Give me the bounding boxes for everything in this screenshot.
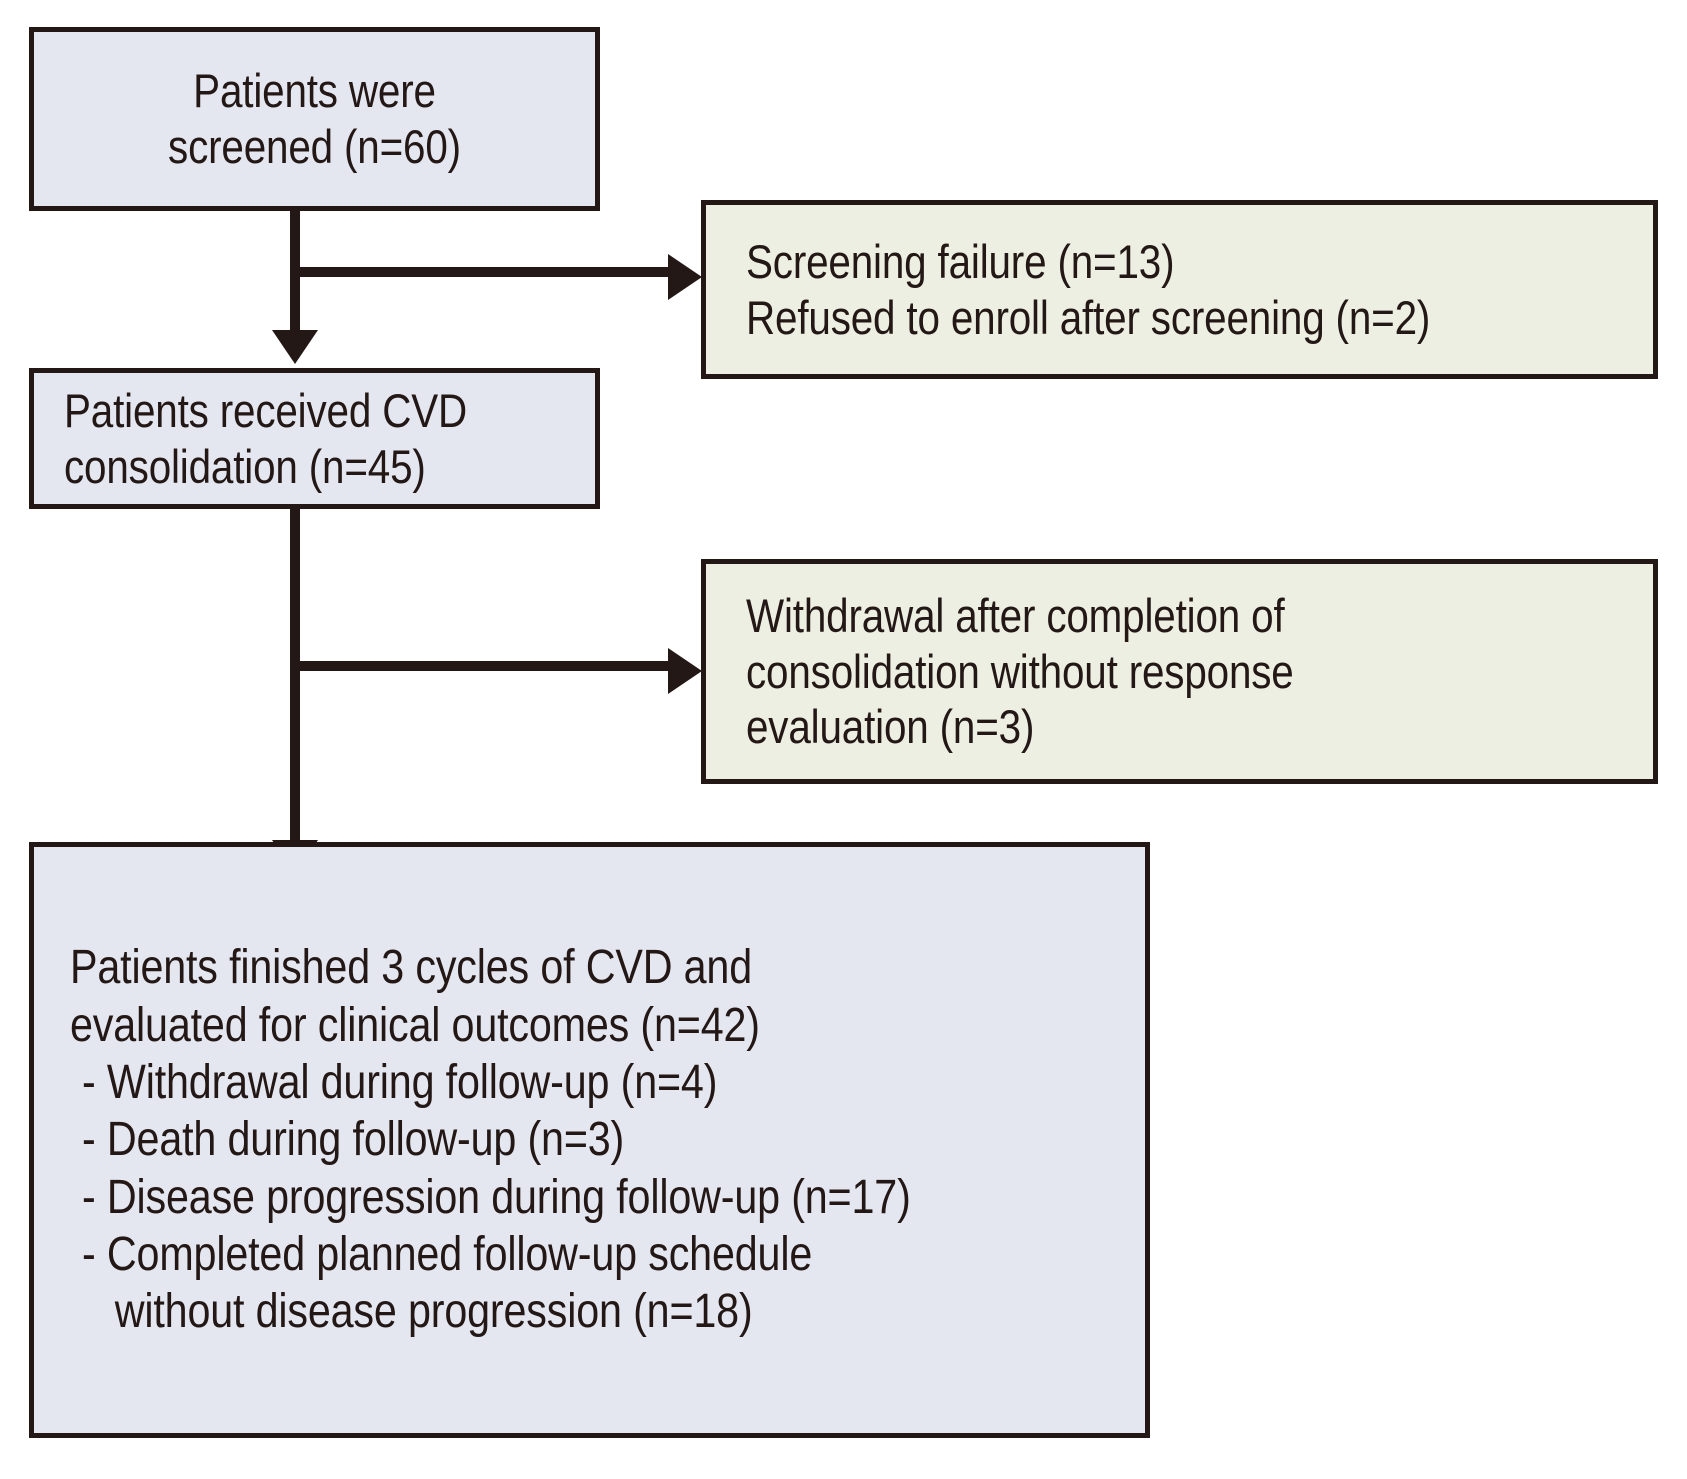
node-patients-screened-text: Patients were screened (n=60) [34,63,595,175]
node-patients-finished-item-progression: - Disease progression during follow-up (… [82,1170,911,1224]
node-screening-failure: Screening failure (n=13) Refused to enro… [701,200,1658,379]
connector-received-to-finished-line [290,504,300,848]
connector-screened-to-screening-failure-arrowhead [668,254,702,300]
node-patients-finished-line-1: Patients finished 3 cycles of CVD and [70,941,752,995]
node-patients-finished-line-2: evaluated for clinical outcomes (n=42) [70,998,760,1052]
node-patients-received-cvd: Patients received CVD consolidation (n=4… [29,368,600,509]
connector-received-to-withdrawal-arrowhead [668,648,702,694]
node-patients-finished-item-completed: - Completed planned follow-up schedule [82,1228,813,1282]
node-withdrawal-line-1: Withdrawal after completion of [746,588,1285,642]
node-patients-screened-line-1: Patients were [193,64,436,118]
connector-screened-to-received-arrowhead [272,330,318,364]
node-screening-failure-line-2: Refused to enroll after screening (n=2) [746,290,1431,344]
node-withdrawal-line-2: consolidation without response [746,644,1294,698]
node-patients-finished-item-withdrawal: - Withdrawal during follow-up (n=4) [82,1055,718,1109]
node-patients-screened-line-2: screened (n=60) [168,120,461,173]
node-patients-finished-item-completed-cont: without disease progression (n=18) [114,1285,753,1339]
node-patients-finished-text: Patients finished 3 cycles of CVD and ev… [34,939,1145,1341]
node-withdrawal-line-3: evaluation (n=3) [746,700,1035,754]
node-withdrawal-after-consolidation: Withdrawal after completion of consolida… [701,559,1658,784]
node-patients-received-cvd-text: Patients received CVD consolidation (n=4… [34,383,595,495]
connector-screened-to-screening-failure-line [290,267,670,277]
node-screening-failure-line-1: Screening failure (n=13) [746,234,1175,288]
node-patients-received-cvd-line-1: Patients received CVD [64,383,468,437]
node-patients-screened: Patients were screened (n=60) [29,27,600,211]
node-patients-finished: Patients finished 3 cycles of CVD and ev… [29,842,1150,1438]
connector-received-to-withdrawal-line [290,661,670,671]
node-withdrawal-after-consolidation-text: Withdrawal after completion of consolida… [706,588,1653,756]
node-patients-finished-item-death: - Death during follow-up (n=3) [82,1113,625,1167]
node-screening-failure-text: Screening failure (n=13) Refused to enro… [706,234,1653,346]
node-patients-received-cvd-line-2: consolidation (n=45) [64,439,426,493]
